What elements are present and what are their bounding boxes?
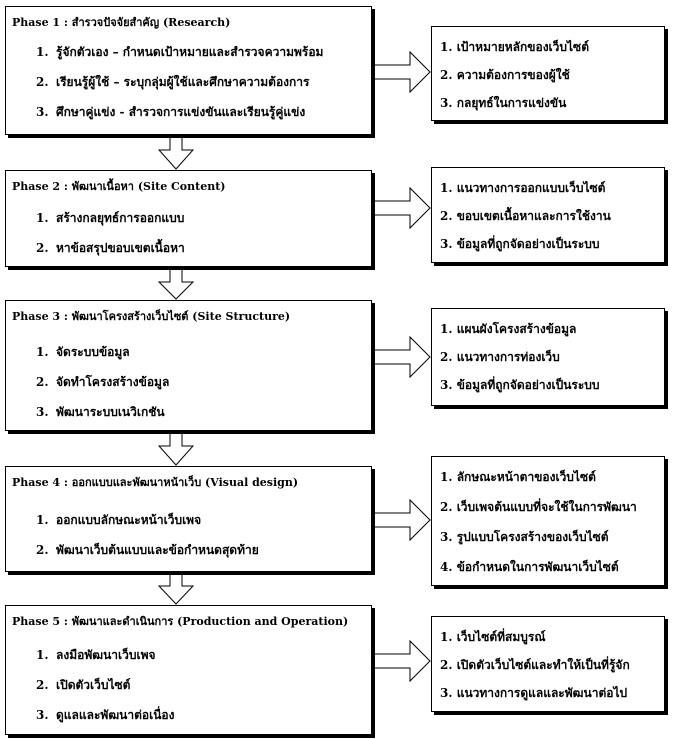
output-item: 3. กลยุทธ์ในการแข่งขัน xyxy=(440,96,567,110)
right-arrow xyxy=(372,186,431,230)
phase-5-outputs: 1. เว็บไซต์ที่สมบูรณ์ 2. เปิดตัวเว็บไซต์… xyxy=(431,616,665,712)
right-arrow xyxy=(372,498,431,542)
right-arrow xyxy=(372,50,431,94)
phase-step: 2.หาข้อสรุปขอบเขตเนื้อหา xyxy=(36,241,185,255)
phase-3-box: Phase 3 : พัฒนาโครงสร้างเว็บไซต์ (Site S… xyxy=(5,300,372,431)
output-item: 2. แนวทางการท่องเว็บ xyxy=(440,350,560,364)
output-item: 3. รูปแบบโครงสร้างของเว็บไซต์ xyxy=(440,530,609,544)
down-arrow xyxy=(157,572,195,605)
phase-1-box: Phase 1 : สำรวจปัจจัยสำคัญ (Research) 1.… xyxy=(5,6,372,135)
phase-2-box: Phase 2 : พัฒนาเนื้อหา (Site Content) 1.… xyxy=(5,170,372,267)
output-item: 3. ข้อมูลที่ถูกจัดอย่างเป็นระบบ xyxy=(440,237,600,251)
output-item: 1. ลักษณะหน้าตาของเว็บไซต์ xyxy=(440,470,596,484)
phase-step: 2.เปิดตัวเว็บไซต์ xyxy=(36,678,131,692)
right-arrow xyxy=(372,335,431,379)
phase-step: 1.สร้างกลยุทธ์การออกแบบ xyxy=(36,211,185,225)
output-item: 1. เป้าหมายหลักของเว็บไซต์ xyxy=(440,40,589,54)
output-item: 2. เว็บเพจต้นแบบที่จะใช้ในการพัฒนา xyxy=(440,500,637,514)
phase-title: Phase 5 : พัฒนาและดำเนินการ (Production … xyxy=(12,615,349,628)
output-item: 1. แผนผังโครงสร้างข้อมูล xyxy=(440,322,577,336)
phase-title: Phase 4 : ออกแบบและพัฒนาหน้าเว็บ (Visual… xyxy=(12,476,299,489)
phase-step: 3.พัฒนาระบบเนวิเกชัน xyxy=(36,405,165,419)
phase-title: Phase 1 : สำรวจปัจจัยสำคัญ (Research) xyxy=(12,16,231,29)
output-item: 1. แนวทางการออกแบบเว็บไซต์ xyxy=(440,181,606,195)
down-arrow xyxy=(157,135,195,170)
phase-step: 2.จัดทำโครงสร้างข้อมูล xyxy=(36,375,170,389)
phase-2-outputs: 1. แนวทางการออกแบบเว็บไซต์ 2. ขอบเขตเนื้… xyxy=(431,167,665,263)
down-arrow xyxy=(157,431,195,466)
output-item: 2. ความต้องการของผู้ใช้ xyxy=(440,68,570,82)
phase-step: 3.ดูแลและพัฒนาต่อเนื่อง xyxy=(36,708,175,722)
phase-3-outputs: 1. แผนผังโครงสร้างข้อมูล 2. แนวทางการท่อ… xyxy=(431,308,665,406)
phase-step: 2.พัฒนาเว็บต้นแบบและข้อกำหนดสุดท้าย xyxy=(36,543,259,557)
output-item: 2. เปิดตัวเว็บไซต์และทำให้เป็นที่รู้จัก xyxy=(440,658,630,672)
output-item: 3. แนวทางการดูแลและพัฒนาต่อไป xyxy=(440,686,628,700)
phase-title: Phase 2 : พัฒนาเนื้อหา (Site Content) xyxy=(12,180,226,193)
right-arrow xyxy=(372,639,431,683)
phase-step: 1.จัดระบบข้อมูล xyxy=(36,345,130,359)
phase-step: 2.เรียนรู้ผู้ใช้ – ระบุกลุ่มผู้ใช้และศึก… xyxy=(36,75,310,89)
phase-step: 1.ออกแบบลักษณะหน้าเว็บเพจ xyxy=(36,513,202,527)
output-item: 1. เว็บไซต์ที่สมบูรณ์ xyxy=(440,630,546,644)
output-item: 3. ข้อมูลที่ถูกจัดอย่างเป็นระบบ xyxy=(440,378,600,392)
phase-5-box: Phase 5 : พัฒนาและดำเนินการ (Production … xyxy=(5,605,372,735)
down-arrow xyxy=(157,268,195,300)
phase-step: 3.ศึกษาคู่แข่ง - สำรวจการแข่งขันและเรียน… xyxy=(36,105,306,119)
output-item: 4. ข้อกำหนดในการพัฒนาเว็บไซต์ xyxy=(440,560,619,574)
phase-step: 1.รู้จักตัวเอง – กำหนดเป้าหมายและสำรวจคว… xyxy=(36,45,324,59)
output-item: 2. ขอบเขตเนื้อหาและการใช้งาน xyxy=(440,209,611,223)
phase-title: Phase 3 : พัฒนาโครงสร้างเว็บไซต์ (Site S… xyxy=(12,310,291,323)
phase-4-outputs: 1. ลักษณะหน้าตาของเว็บไซต์ 2. เว็บเพจต้น… xyxy=(431,456,665,586)
phase-1-outputs: 1. เป้าหมายหลักของเว็บไซต์ 2. ความต้องกา… xyxy=(431,26,665,121)
phase-4-box: Phase 4 : ออกแบบและพัฒนาหน้าเว็บ (Visual… xyxy=(5,466,372,572)
phase-step: 1.ลงมือพัฒนาเว็บเพจ xyxy=(36,648,156,662)
